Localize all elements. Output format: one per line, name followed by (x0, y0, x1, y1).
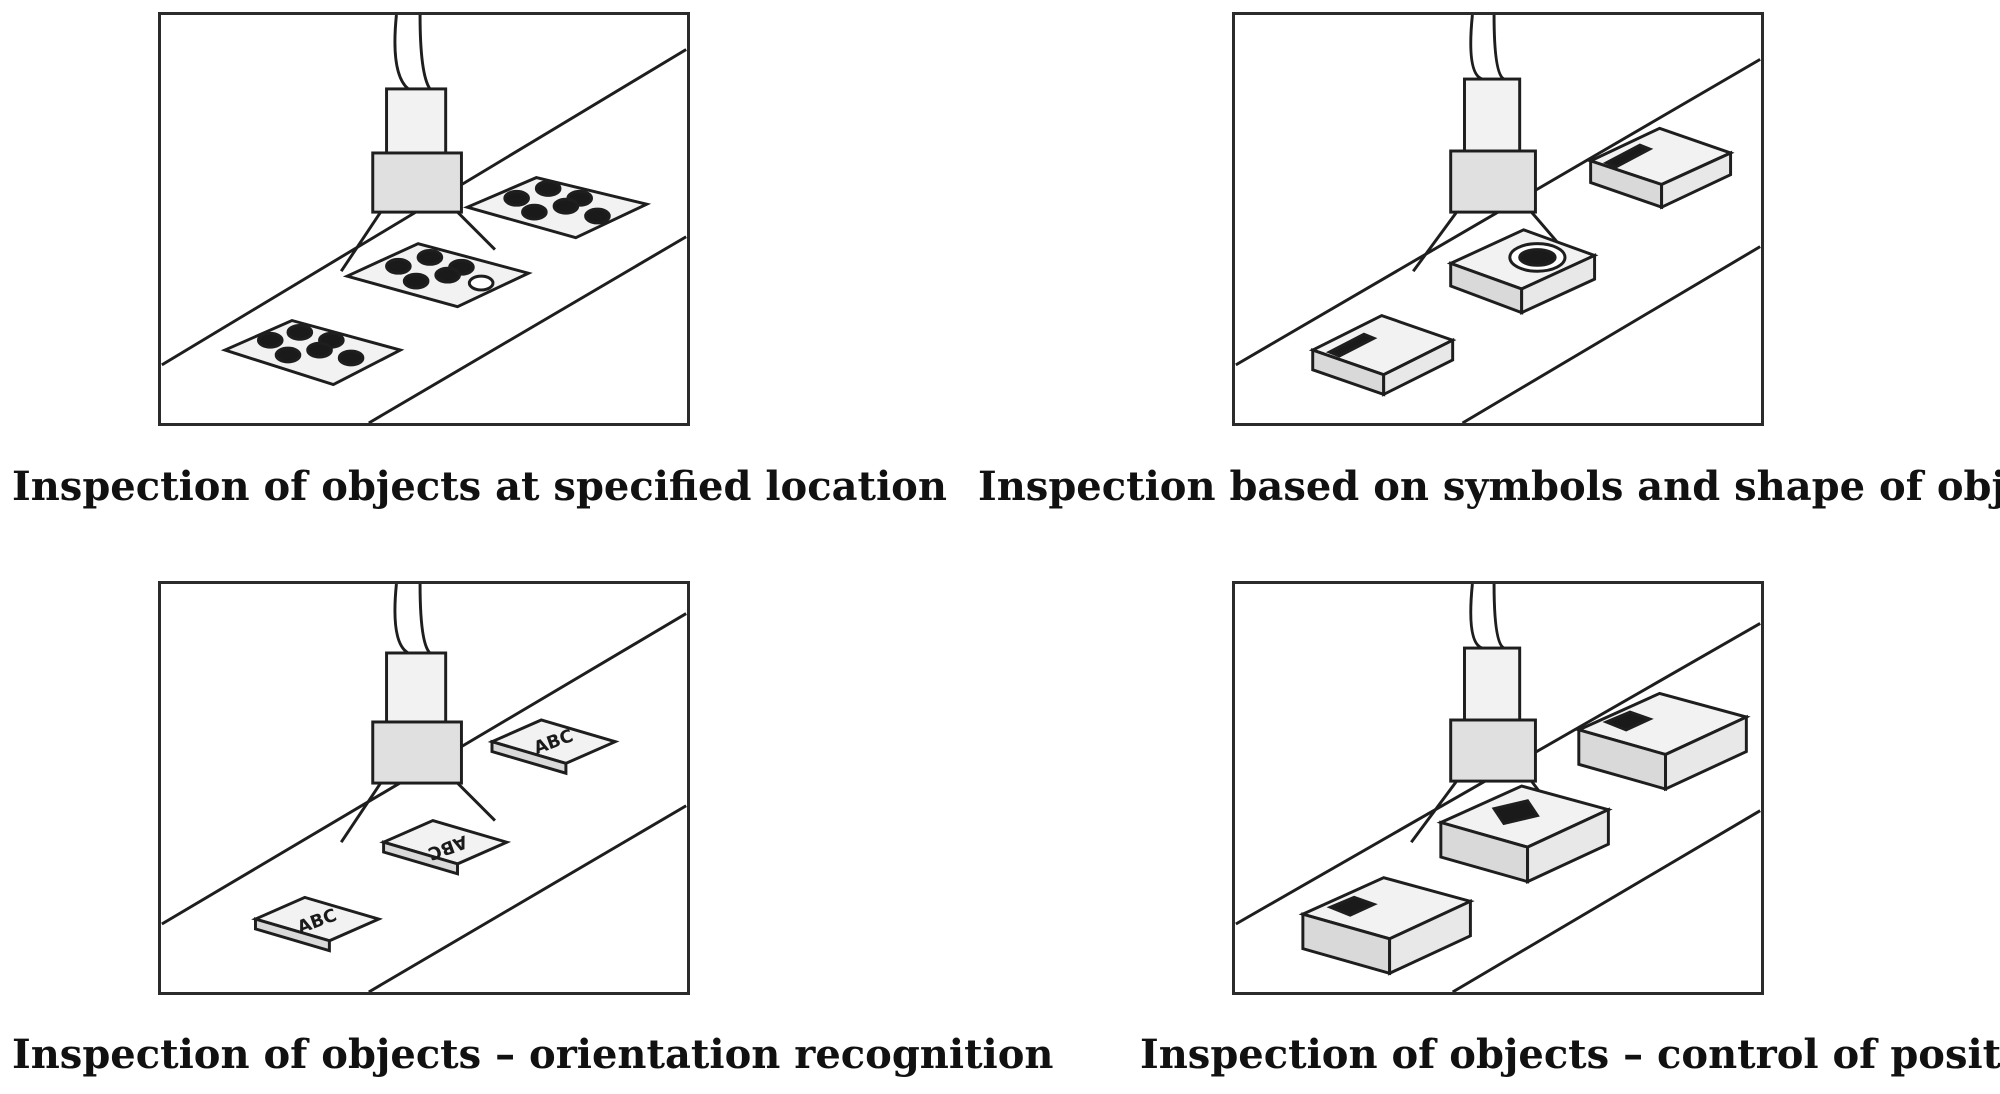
box-icon (1574, 691, 1751, 792)
box-icon (1436, 784, 1613, 884)
panel-orientation: ABC ABC ABC (158, 581, 690, 995)
blister-pack-icon (342, 242, 533, 309)
caption-location: Inspection of objects at specified locat… (12, 463, 947, 510)
chip-icon: ABC (379, 818, 512, 876)
camera-icon (339, 584, 497, 844)
chip-icon: ABC (251, 895, 383, 953)
orientation-illustration: ABC ABC ABC (161, 584, 687, 992)
camera-icon (1410, 584, 1563, 844)
caption-symbols: Inspection based on symbols and shape of… (978, 463, 2000, 510)
blister-pack-icon (462, 176, 652, 240)
box-icon (1586, 126, 1735, 210)
position-illustration (1235, 584, 1761, 992)
symbols-illustration (1235, 15, 1761, 423)
box-icon (1308, 313, 1457, 397)
panel-location (158, 12, 690, 426)
camera-icon (1412, 15, 1563, 273)
panel-symbols (1232, 12, 1764, 426)
box-icon (1298, 876, 1475, 976)
blister-pack-icon (220, 318, 405, 387)
box-icon (1446, 228, 1599, 315)
chip-icon: ABC (487, 718, 620, 776)
caption-orientation: Inspection of objects – orientation reco… (12, 1031, 1054, 1078)
camera-icon (339, 15, 497, 273)
location-illustration (161, 15, 687, 423)
panel-position (1232, 581, 1764, 995)
caption-position: Inspection of objects – control of posit… (1140, 1031, 2000, 1078)
